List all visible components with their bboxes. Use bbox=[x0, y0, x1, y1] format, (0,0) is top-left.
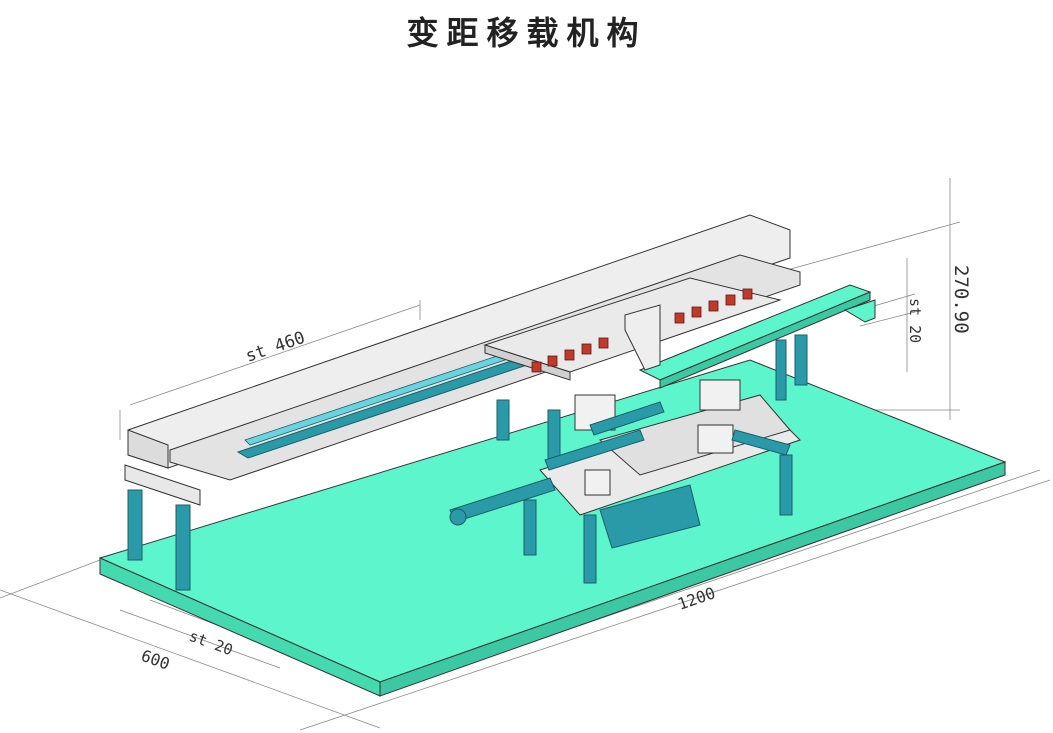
height-label: 270.90 bbox=[950, 265, 972, 334]
pitch-change-assembly bbox=[539, 304, 801, 549]
stroke-vertical-label: st 20 bbox=[906, 298, 924, 343]
support-legs bbox=[127, 334, 808, 591]
width-label: 600 bbox=[139, 646, 173, 674]
drawing-title: 变距移载机构 bbox=[406, 14, 647, 52]
stroke-long-label: st 460 bbox=[243, 328, 308, 367]
stroke-width-label: st 20 bbox=[187, 627, 236, 659]
pitch-blocks bbox=[531, 288, 753, 373]
side-conveyor bbox=[638, 284, 876, 389]
air-cylinders bbox=[449, 401, 791, 526]
